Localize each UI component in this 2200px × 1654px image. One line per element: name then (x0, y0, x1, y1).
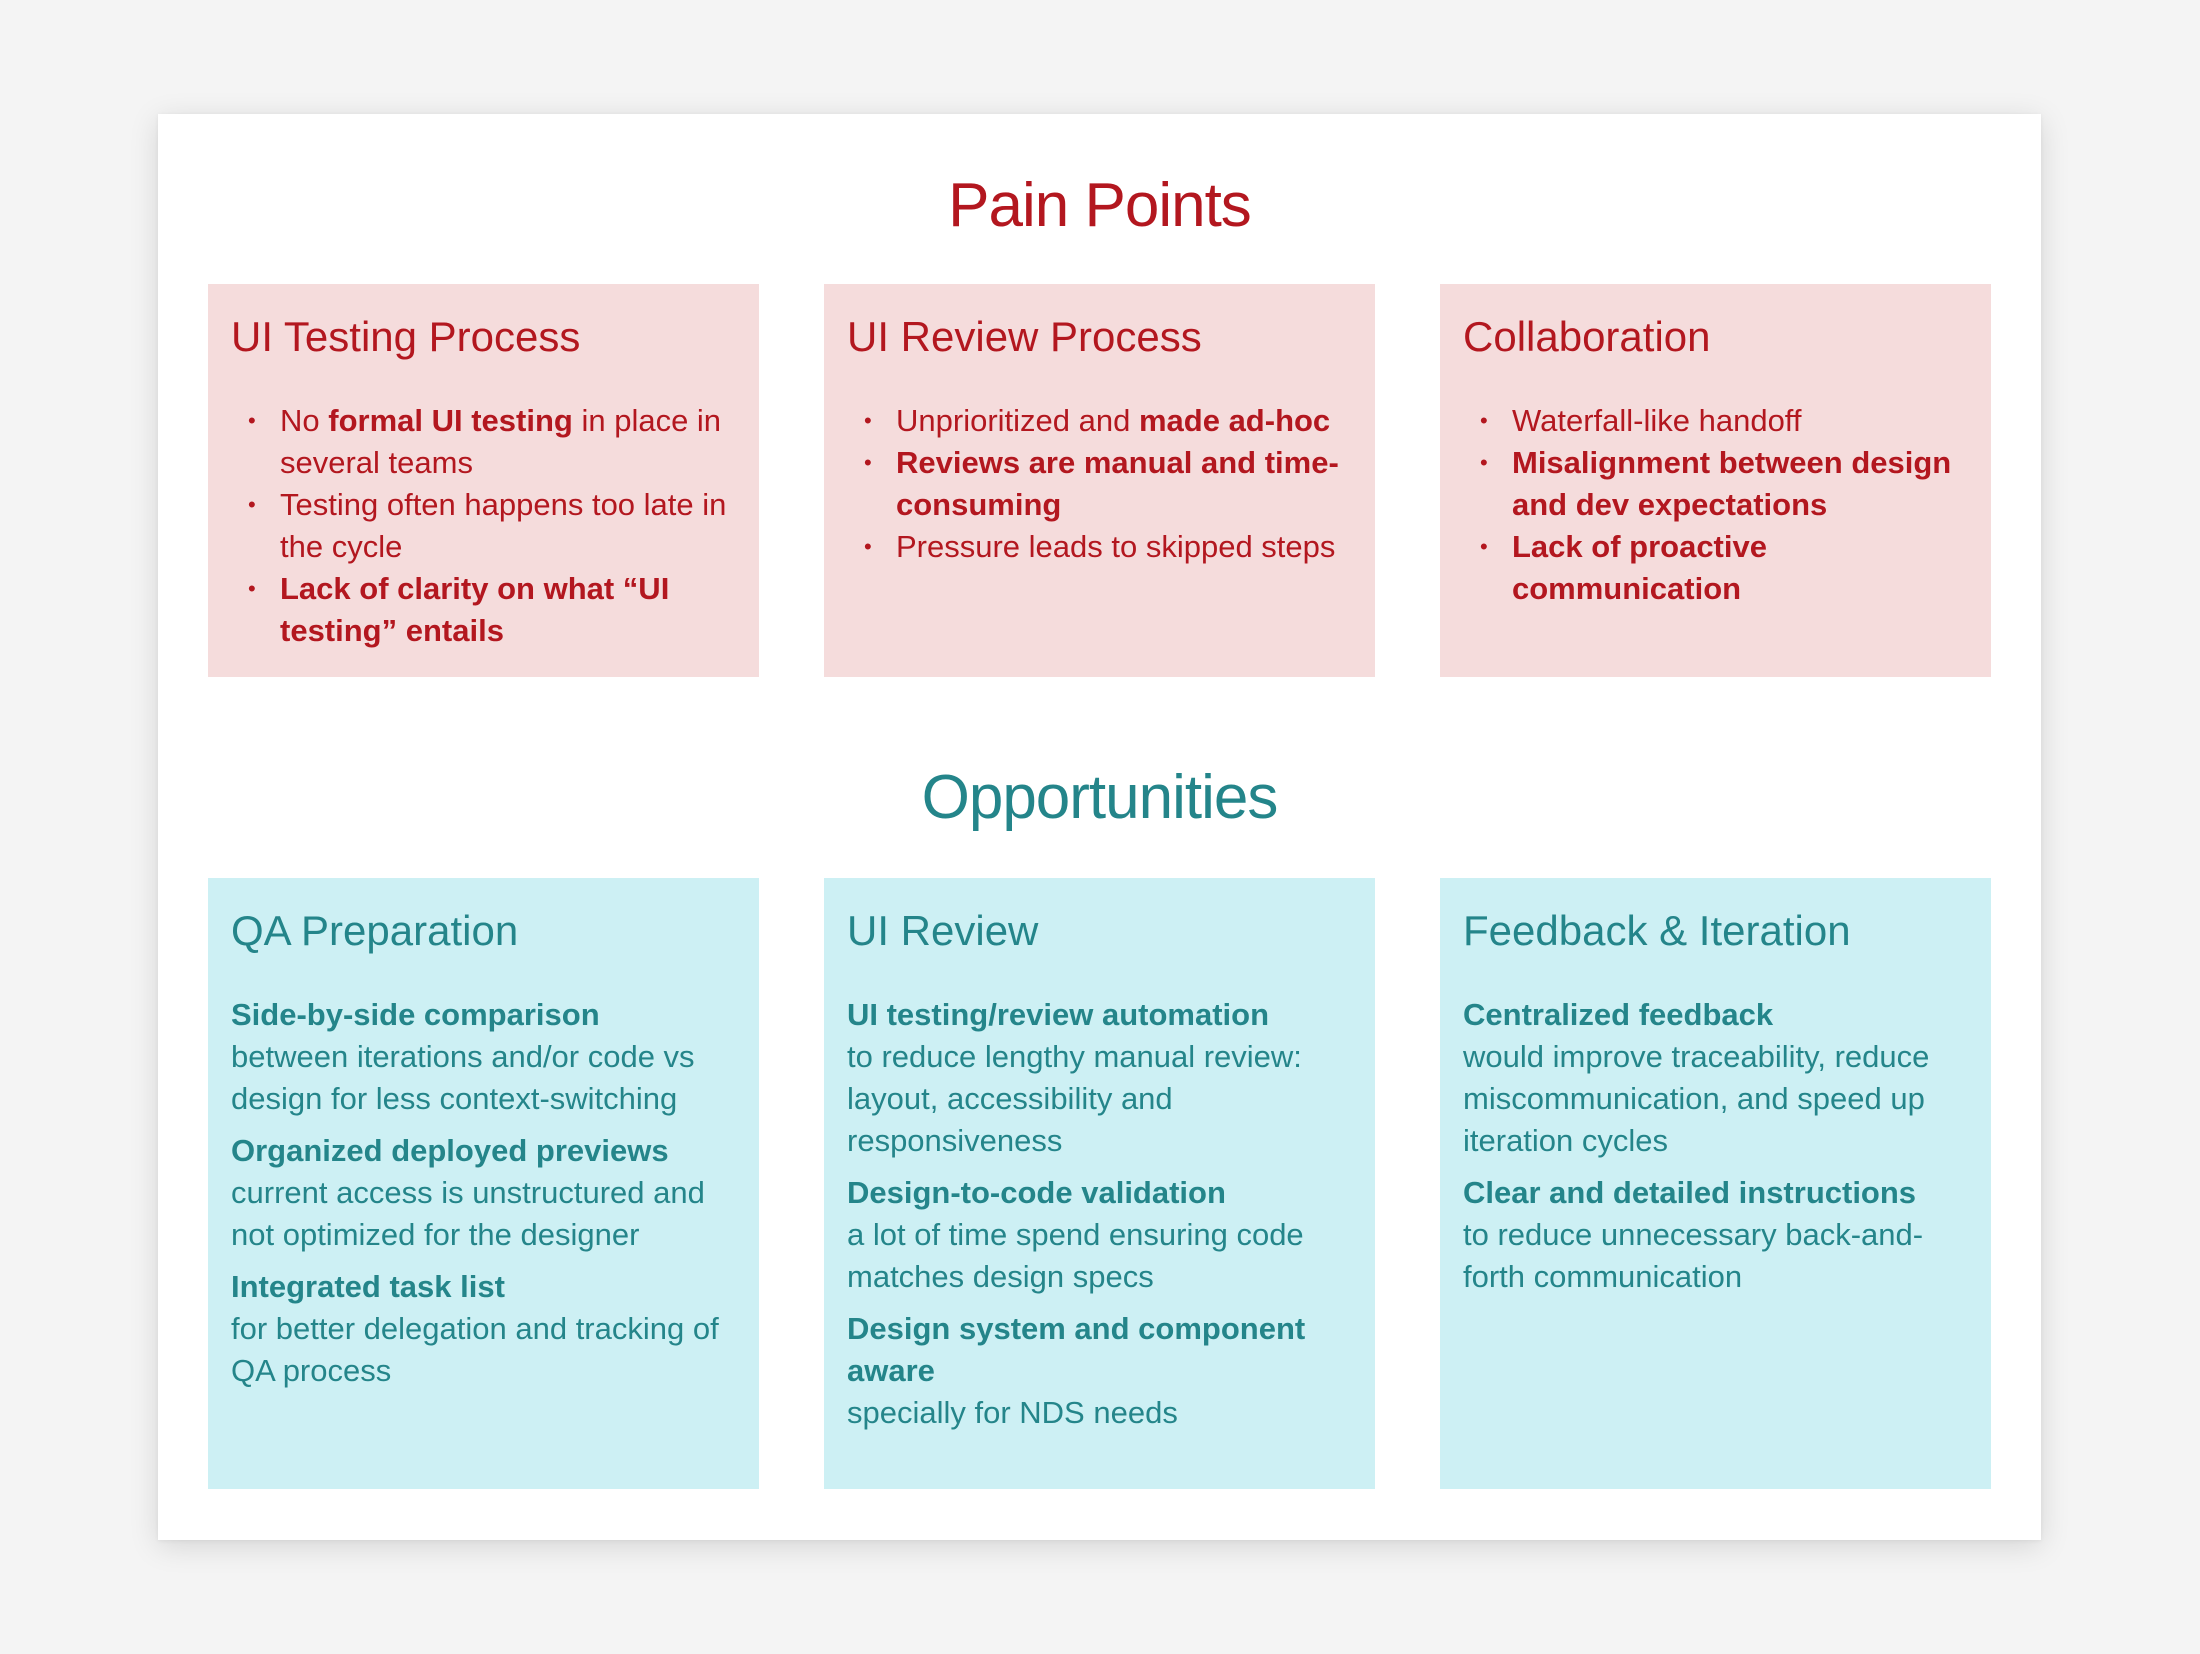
opportunity-title: Integrated task list (231, 1269, 505, 1304)
bullet-icon: • (1480, 408, 1488, 433)
opportunity-desc: a lot of time spend ensuring code matche… (847, 1217, 1304, 1294)
list-item: •Testing often happens too late in the c… (231, 484, 735, 568)
opportunity-item: Design system and component aware specia… (847, 1308, 1351, 1434)
opportunity-item: Clear and detailed instructions to reduc… (1463, 1172, 1967, 1298)
card-heading: UI Testing Process (231, 313, 581, 360)
pain-points-title: Pain Points (948, 171, 1252, 240)
list-item: •Misalignment between design and dev exp… (1463, 442, 1967, 526)
bullet-icon: • (248, 408, 256, 433)
opportunity-title: Design-to-code validation (847, 1175, 1226, 1210)
bullet-icon: • (1480, 534, 1488, 559)
pain-list: •Unprioritized and made ad-hoc •Reviews … (847, 400, 1351, 568)
opportunity-item: Organized deployed previews current acce… (231, 1130, 735, 1256)
card-heading: Feedback & Iteration (1463, 907, 1851, 954)
opportunity-title: Centralized feedback (1463, 997, 1774, 1032)
opp-card-feedback-iteration: Feedback & Iteration Centralized feedbac… (1440, 878, 1991, 1489)
opportunity-desc: would improve traceability, reduce misco… (1463, 1039, 1930, 1158)
opportunity-item: Centralized feedback would improve trace… (1463, 994, 1967, 1162)
pain-list: •No formal UI testing in place in severa… (231, 400, 735, 652)
opportunity-desc: to reduce unnecessary back-and-forth com… (1463, 1217, 1924, 1294)
list-item: •Pressure leads to skipped steps (847, 526, 1351, 568)
list-item: •Lack of clarity on what “UI testing” en… (231, 568, 735, 652)
opportunity-title: Design system and component aware (847, 1311, 1306, 1388)
opportunity-title: Side-by-side comparison (231, 997, 600, 1032)
opportunity-title: UI testing/review automation (847, 997, 1270, 1032)
card-heading: UI Review (847, 907, 1039, 954)
opportunity-desc: to reduce lengthy manual review: layout,… (847, 1039, 1302, 1158)
card-heading: Collaboration (1463, 313, 1711, 360)
summary-sheet: Pain Points UI Testing Process •No forma… (158, 114, 2041, 1540)
pain-card-ui-review: UI Review Process •Unprioritized and mad… (824, 284, 1375, 677)
card-heading: QA Preparation (231, 907, 519, 954)
bullet-icon: • (1480, 450, 1488, 475)
bullet-icon: • (864, 450, 872, 475)
opportunity-desc: between iterations and/or code vs design… (231, 1039, 695, 1116)
opportunity-item: Design-to-code validation a lot of time … (847, 1172, 1351, 1298)
bullet-icon: • (864, 534, 872, 559)
opportunity-item: Integrated task list for better delegati… (231, 1266, 735, 1392)
opportunity-desc: current access is unstructured and not o… (231, 1175, 705, 1252)
card-heading: UI Review Process (847, 313, 1202, 360)
opp-card-ui-review: UI Review UI testing/review automation t… (824, 878, 1375, 1489)
bullet-icon: • (864, 408, 872, 433)
list-item: •Reviews are manual and time-consuming (847, 442, 1351, 526)
opportunity-title: Organized deployed previews (231, 1133, 669, 1168)
pain-card-collaboration: Collaboration •Waterfall-like handoff •M… (1440, 284, 1991, 677)
list-item: •Waterfall-like handoff (1463, 400, 1967, 442)
list-item: •Lack of proactive communication (1463, 526, 1967, 610)
opportunities-title: Opportunities (921, 763, 1279, 832)
pain-card-ui-testing: UI Testing Process •No formal UI testing… (208, 284, 759, 677)
bullet-icon: • (248, 576, 256, 601)
opp-card-qa-preparation: QA Preparation Side-by-side comparison b… (208, 878, 759, 1489)
opportunity-item: UI testing/review automation to reduce l… (847, 994, 1351, 1162)
list-item: •No formal UI testing in place in severa… (231, 400, 735, 484)
bullet-icon: • (248, 492, 256, 517)
opportunity-desc: for better delegation and tracking of QA… (231, 1311, 719, 1388)
opportunity-item: Side-by-side comparison between iteratio… (231, 994, 735, 1120)
opportunity-title: Clear and detailed instructions (1463, 1175, 1917, 1210)
list-item: •Unprioritized and made ad-hoc (847, 400, 1351, 442)
opportunity-desc: specially for NDS needs (847, 1395, 1178, 1430)
pain-list: •Waterfall-like handoff •Misalignment be… (1463, 400, 1967, 610)
